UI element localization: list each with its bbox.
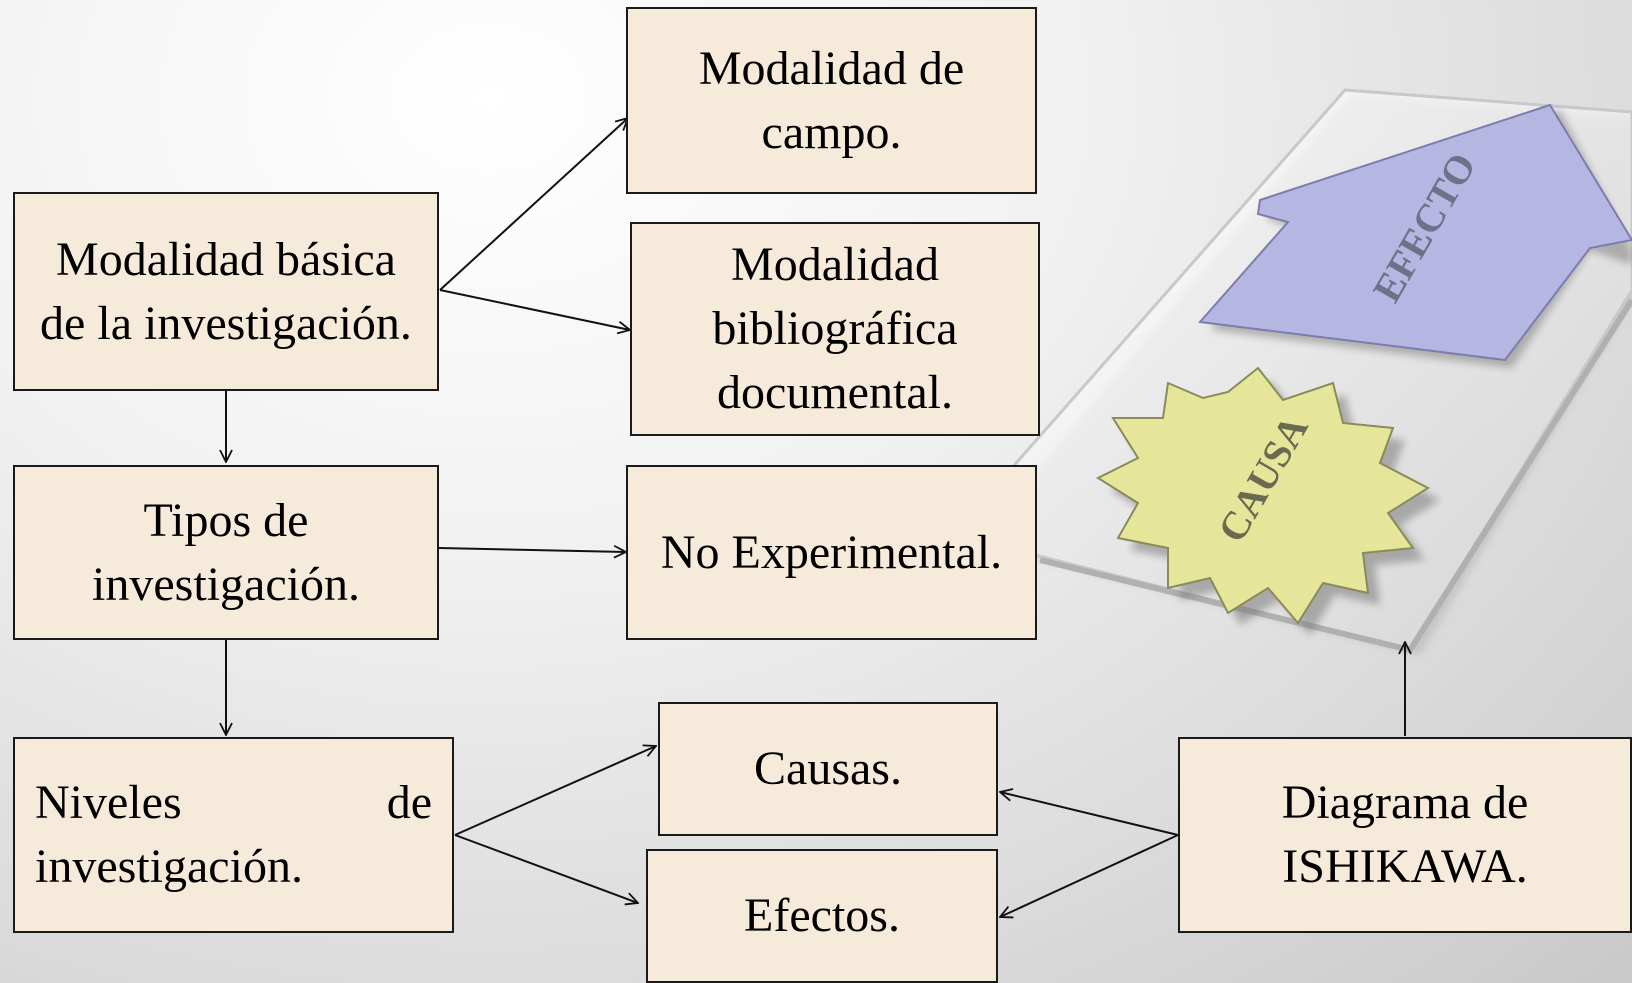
box-diagrama-ishikawa: Diagrama de ISHIKAWA. — [1178, 737, 1632, 933]
effect-arrow-icon — [1198, 103, 1632, 362]
arrow-diagrama-to-efectos — [1000, 834, 1179, 917]
box-tipos-text: Tipos de investigación. — [92, 493, 360, 611]
box-modalidad-basica-text: Modalidad básica de la investigación. — [40, 232, 412, 350]
arrow-diagrama-to-causas — [1000, 792, 1179, 836]
connectors — [226, 118, 1405, 917]
box-modalidad-basica: Modalidad básica de la investigación. — [13, 192, 439, 391]
box-no-experimental: No Experimental. — [626, 465, 1037, 640]
box-diagrama-ishikawa-text: Diagrama de ISHIKAWA. — [1281, 776, 1529, 893]
box-modalidad-campo: Modalidad de campo. — [626, 7, 1037, 194]
box-niveles: Niveles de investigación. — [13, 737, 454, 933]
box-causas-text: Causas. — [754, 742, 902, 795]
box-niveles-text: Niveles de investigación. — [35, 776, 432, 893]
cause-star-icon — [1095, 366, 1431, 625]
box-modalidad-bibliografica-text: Modalidad bibliográfica documental. — [712, 238, 958, 419]
arrow-tipos-to-no-experimental — [438, 548, 626, 552]
arrow-niveles-to-causas — [454, 746, 656, 836]
box-efectos: Efectos. — [646, 849, 998, 983]
ishikawa-illustration: EFECTO CAUSA — [1000, 88, 1632, 655]
box-causas: Causas. — [658, 702, 998, 836]
arrow-basica-to-campo — [439, 118, 628, 291]
box-efectos-text: Efectos. — [744, 889, 900, 942]
box-modalidad-campo-text: Modalidad de campo. — [698, 41, 965, 159]
box-modalidad-bibliografica: Modalidad bibliográfica documental. — [630, 222, 1040, 436]
box-tipos: Tipos de investigación. — [13, 465, 439, 640]
box-no-experimental-text: No Experimental. — [660, 525, 1003, 579]
arrow-basica-to-bibliografica — [439, 289, 630, 330]
arrow-niveles-to-efectos — [454, 834, 638, 903]
